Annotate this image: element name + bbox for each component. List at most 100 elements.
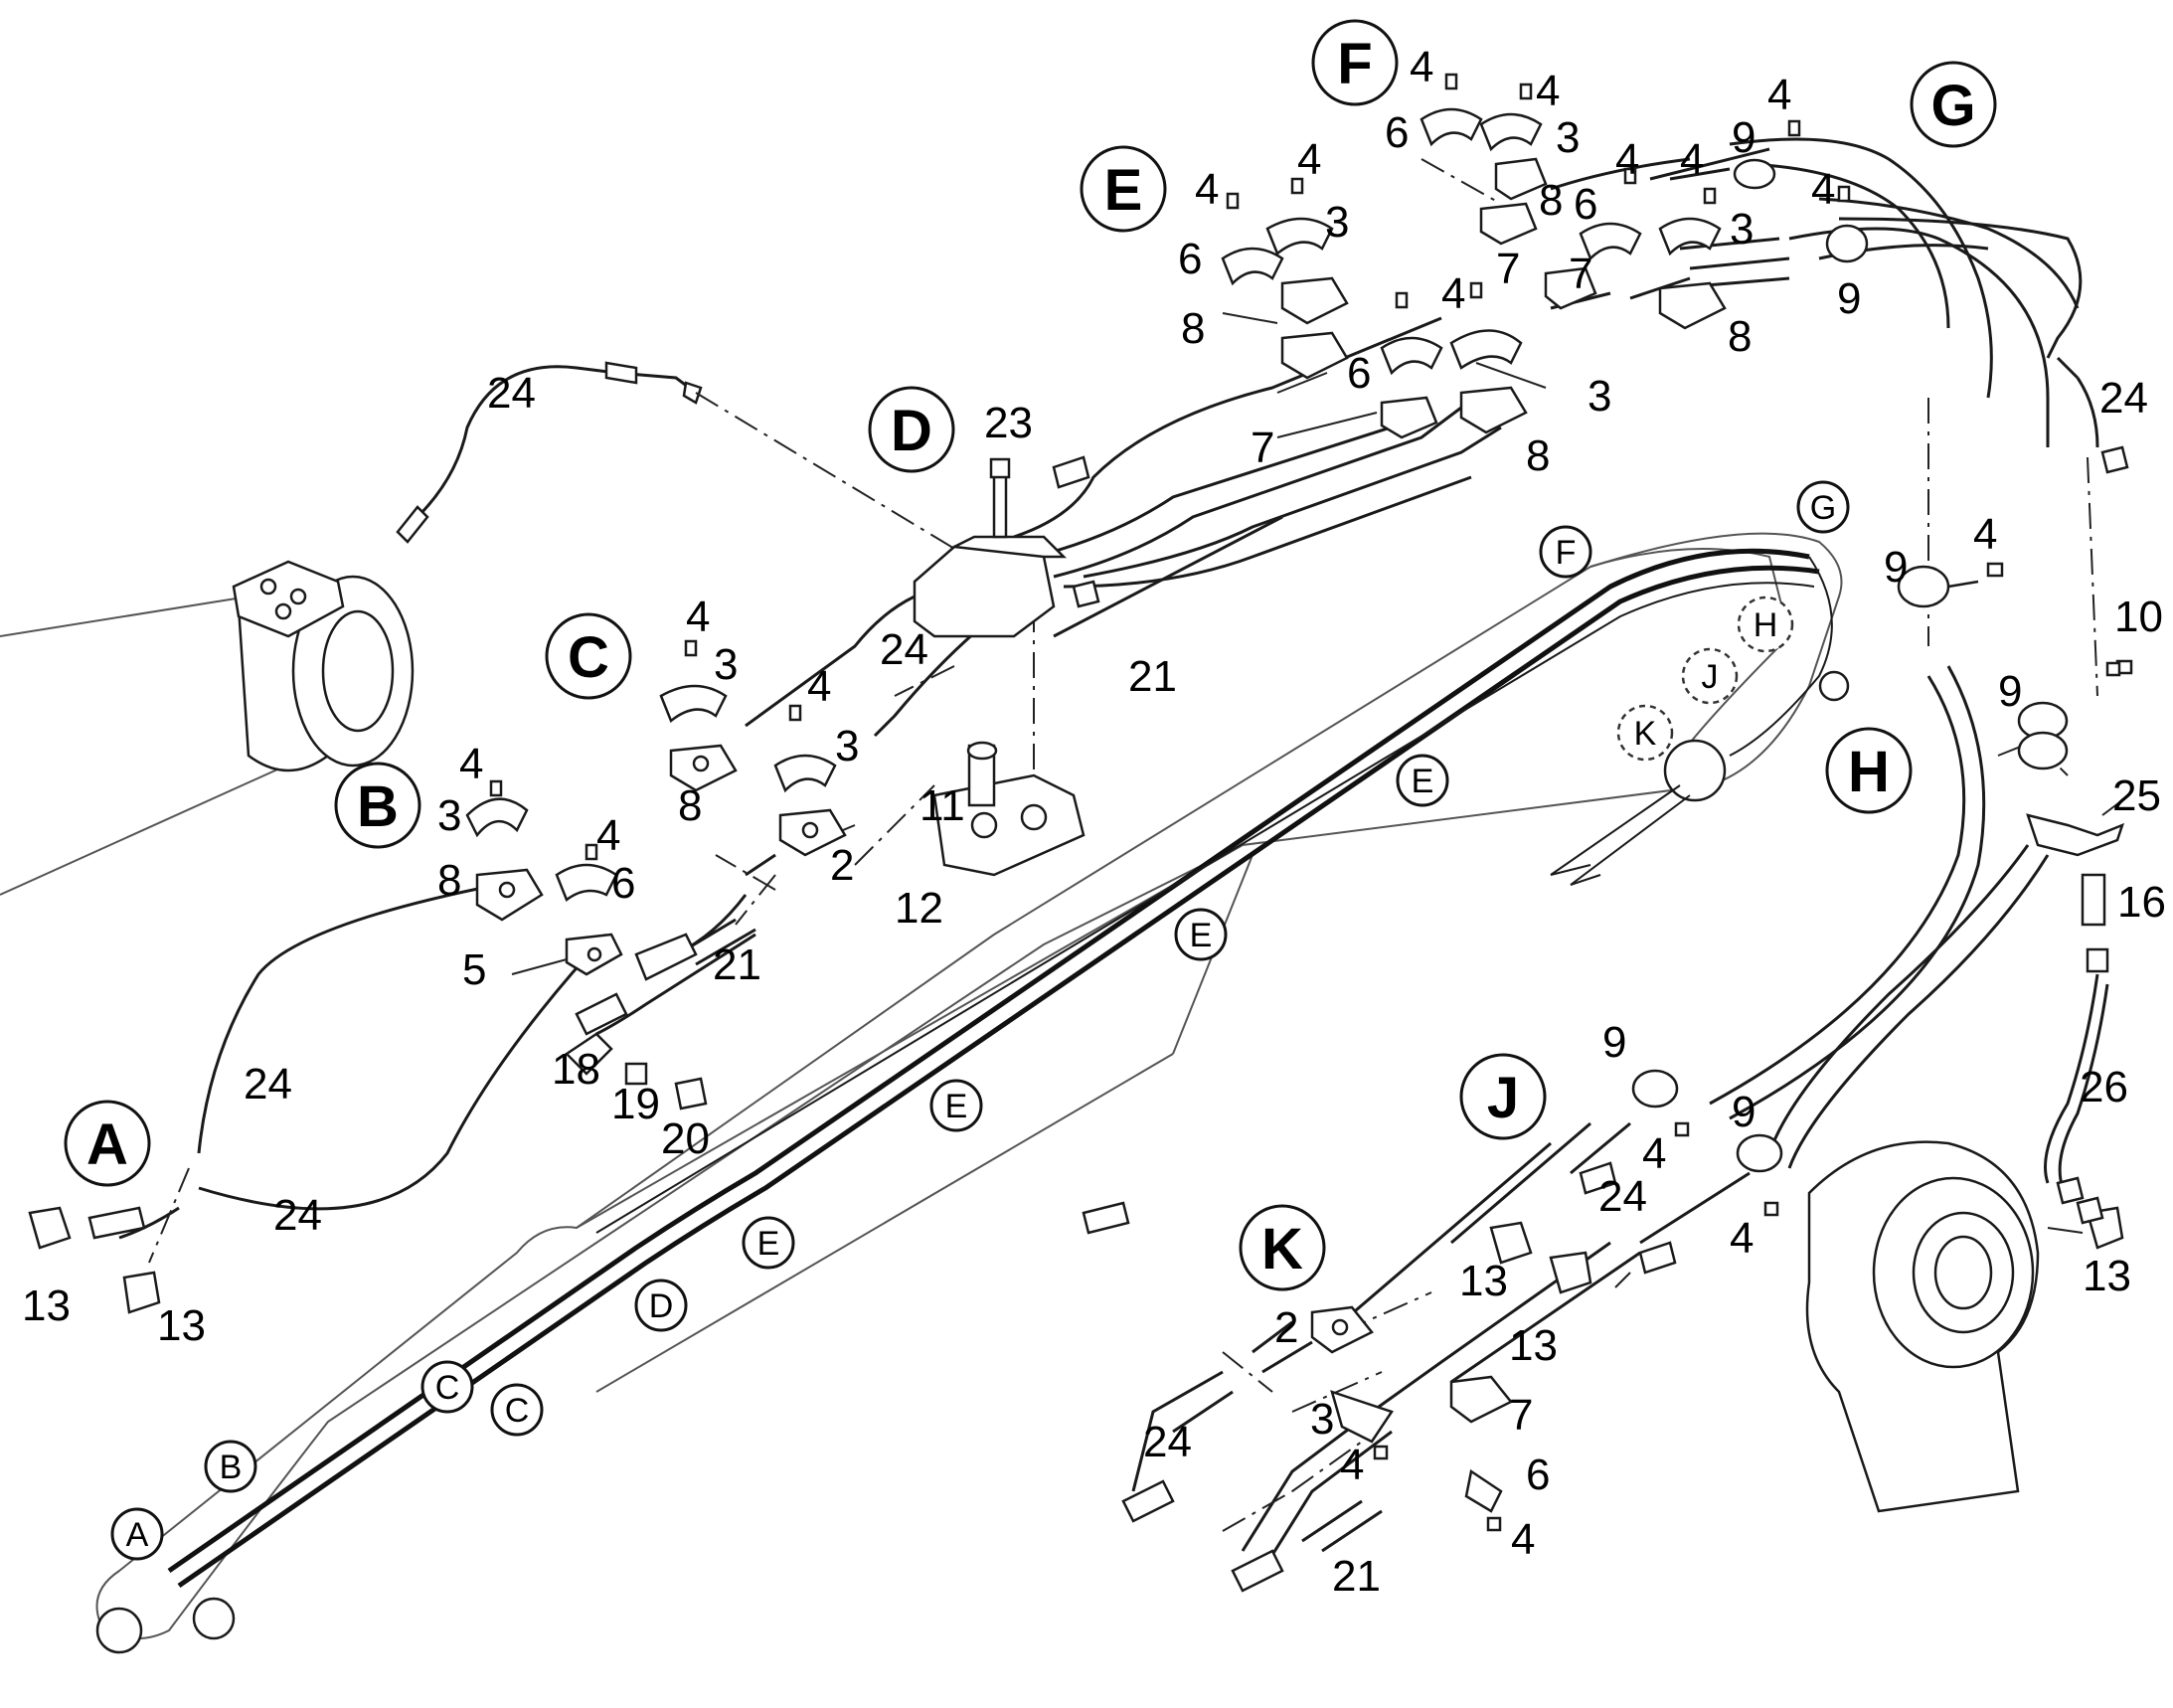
part-label: 5 (462, 945, 486, 994)
part-label: 3 (1325, 198, 1349, 247)
boom-letter: C (505, 1392, 530, 1430)
part-label: 4 (1767, 71, 1791, 119)
boom-letters: A B C C D E E E E F G H J K (126, 489, 1837, 1554)
part-label: 24 (1143, 1418, 1192, 1466)
part-label: 4 (596, 811, 620, 860)
part-label: 9 (1602, 1018, 1626, 1067)
part-label: 21 (1128, 652, 1177, 701)
valve-block-d (913, 457, 1086, 877)
part-label: 3 (1310, 1395, 1334, 1444)
part-label: 21 (713, 940, 761, 989)
part-label: 12 (895, 884, 943, 933)
part-label: 13 (2083, 1252, 2131, 1300)
part-label: 6 (1178, 235, 1202, 283)
part-label: 24 (273, 1191, 322, 1240)
boom-letter: E (1412, 763, 1434, 800)
boom-letter: E (945, 1088, 968, 1125)
detail-letter-f: F (1337, 32, 1372, 96)
detail-letter-e: E (1104, 158, 1143, 223)
part-label: 4 (1441, 269, 1465, 318)
part-label: 8 (1526, 431, 1550, 480)
part-label: 4 (686, 593, 710, 641)
part-label: 16 (2117, 878, 2166, 927)
part-label: 4 (459, 740, 483, 788)
part-label: 3 (1556, 113, 1580, 162)
part-label: 3 (714, 640, 738, 689)
part-label: 4 (1297, 135, 1321, 184)
part-label: 4 (1195, 165, 1219, 214)
part-label: 25 (2112, 771, 2161, 820)
boom-letter: K (1634, 715, 1657, 753)
boom-cylinder-left (0, 560, 415, 896)
part-label: 4 (1615, 135, 1639, 184)
part-number-labels: 24 23 24 21 11 12 4 3 8 4 3 2 4 3 8 4 6 … (22, 43, 2166, 1601)
part-label: 4 (807, 662, 831, 711)
detail-letter-c: C (568, 625, 609, 690)
detail-letter-j: J (1487, 1066, 1519, 1130)
part-label: 7 (1496, 245, 1520, 293)
detail-letter-a: A (86, 1112, 128, 1177)
part-label: 13 (1459, 1257, 1508, 1305)
boom-letter: H (1754, 606, 1778, 644)
part-label: 21 (1332, 1552, 1381, 1601)
part-label: 23 (984, 399, 1033, 447)
part-label: 4 (1536, 67, 1560, 115)
part-label: 8 (678, 781, 702, 830)
detail-letters: A B C D E F G H J K (86, 32, 1976, 1281)
clamps (28, 73, 2133, 1593)
boom-letter: C (435, 1369, 460, 1407)
part-label: 4 (1730, 1214, 1754, 1263)
boom-letter: D (649, 1287, 674, 1325)
part-label: 9 (1837, 274, 1861, 323)
part-label: 9 (1998, 667, 2022, 716)
part-label: 8 (437, 856, 461, 905)
part-label: 3 (835, 722, 859, 770)
boom-letter: G (1810, 489, 1836, 527)
part-label: 9 (1884, 543, 1908, 592)
alignment-lines (148, 158, 2098, 1532)
boom-letter: E (757, 1225, 780, 1263)
part-label: 2 (830, 841, 854, 890)
part-label: 6 (1574, 180, 1597, 229)
bucket-cylinder-right (1805, 1140, 2040, 1513)
part-label: 4 (1511, 1515, 1535, 1564)
part-label: 24 (880, 625, 928, 674)
part-label: 3 (1588, 372, 1611, 421)
part-label: 7 (1251, 424, 1274, 472)
part-label: 20 (661, 1114, 710, 1163)
part-label: 13 (22, 1281, 71, 1330)
part-label: 13 (157, 1301, 206, 1350)
detail-letter-h: H (1848, 740, 1890, 804)
hoses-exploded (118, 137, 2109, 1572)
part-label: 4 (1973, 510, 1997, 559)
part-label: 4 (1410, 43, 1433, 91)
detail-letter-g: G (1930, 74, 1975, 138)
detail-callouts (64, 19, 1997, 1291)
part-label: 18 (552, 1045, 600, 1094)
part-label: 6 (1385, 108, 1409, 157)
part-label: 11 (919, 781, 965, 830)
part-label: 6 (1347, 349, 1371, 398)
boom-letter: F (1556, 534, 1577, 572)
part-label: 3 (437, 791, 461, 840)
part-label: 4 (1642, 1129, 1666, 1178)
part-label: 8 (1181, 304, 1205, 353)
boom-letter: J (1702, 658, 1719, 696)
detail-letter-b: B (357, 774, 399, 839)
part-label: 4 (1340, 1441, 1364, 1489)
part-label: 4 (1811, 165, 1835, 214)
part-label: 24 (487, 369, 536, 418)
boom-callouts (110, 480, 1850, 1561)
part-label: 24 (244, 1060, 292, 1109)
part-label: 4 (1680, 135, 1704, 184)
part-label: 9 (1732, 1088, 1755, 1136)
part-label: 3 (1730, 205, 1754, 254)
part-label: 2 (1274, 1303, 1298, 1352)
part-label: 24 (2099, 374, 2148, 423)
part-label: 8 (1539, 176, 1563, 225)
part-label: 13 (1509, 1321, 1558, 1370)
part-label: 7 (1569, 250, 1592, 298)
detail-letter-d: D (891, 399, 932, 463)
